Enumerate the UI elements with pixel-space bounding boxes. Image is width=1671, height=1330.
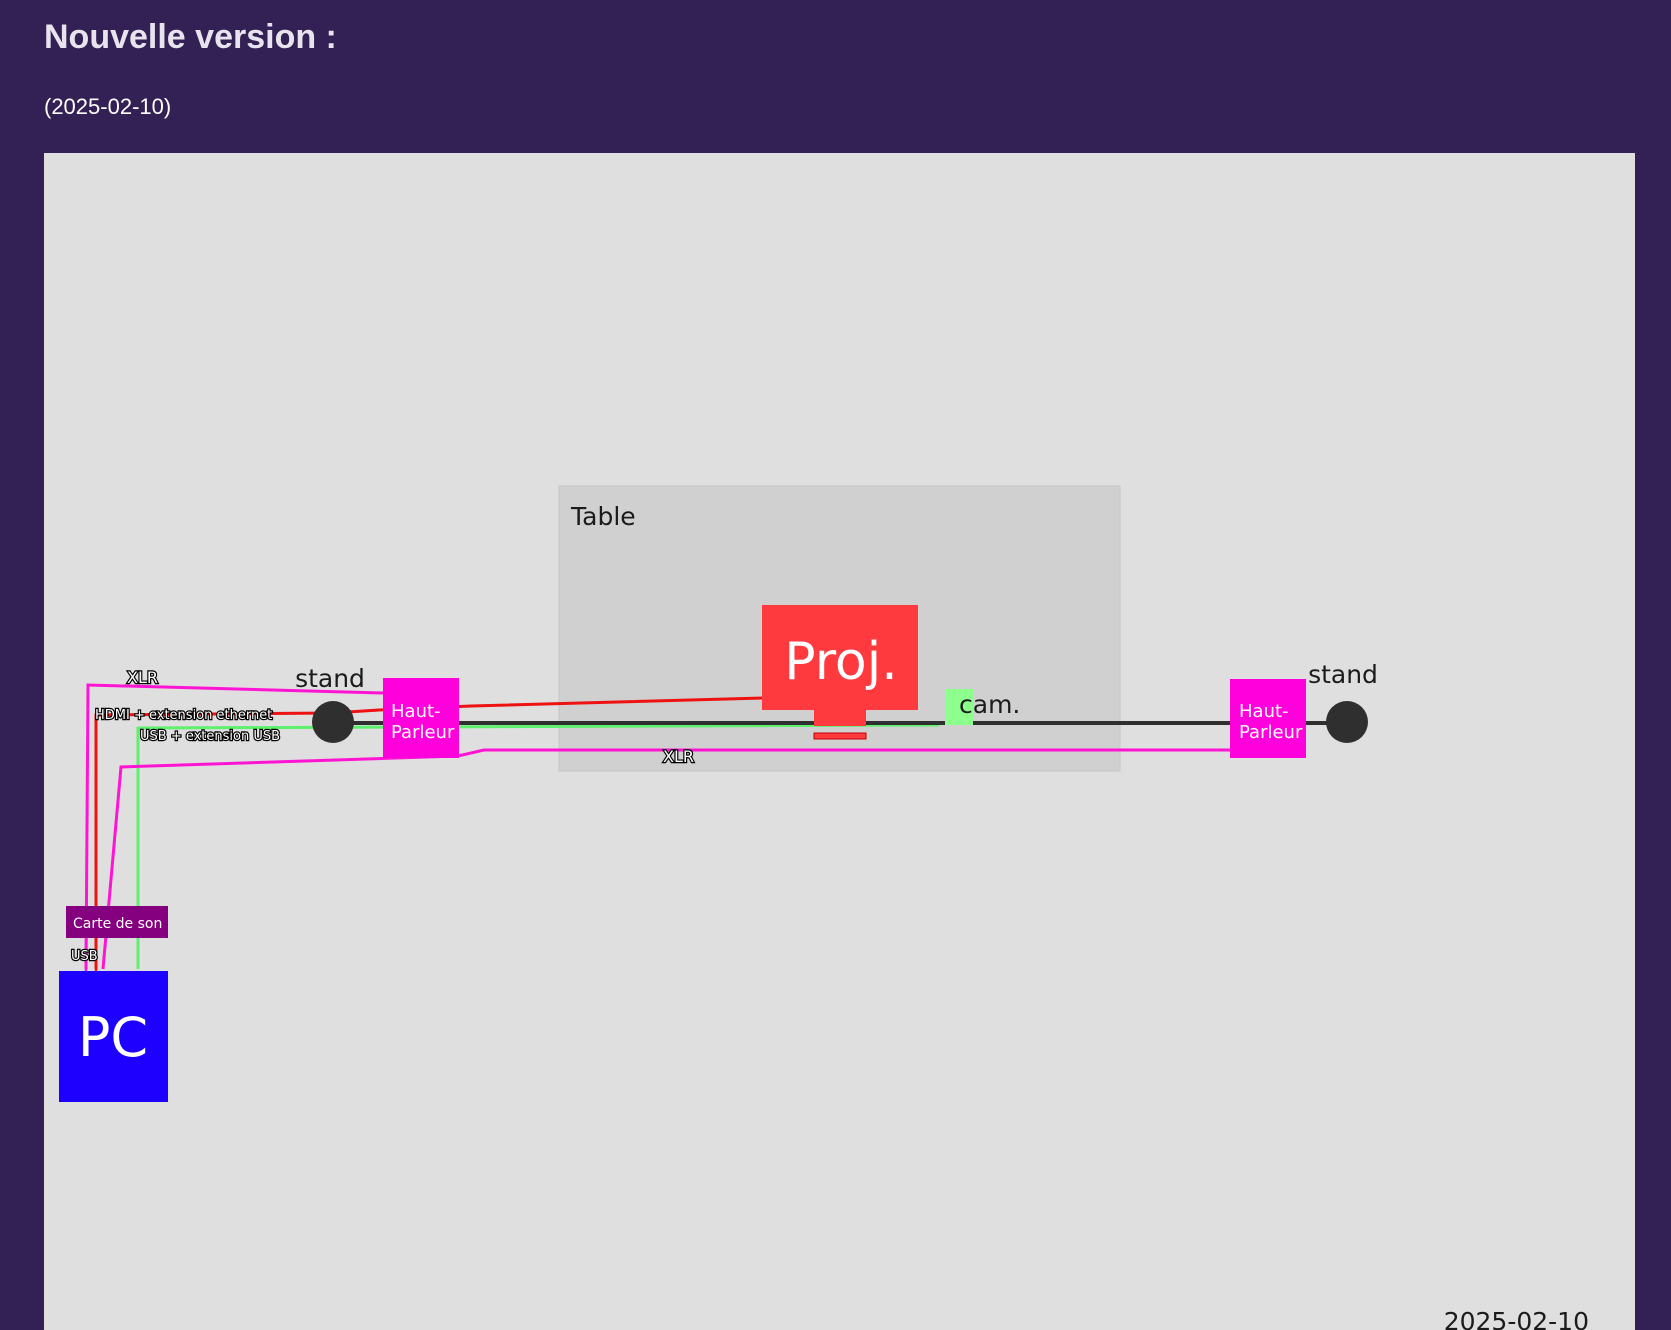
usb-extension-cable: [136, 723, 940, 969]
pc-label: PC: [78, 1006, 148, 1069]
sound-card-label: Carte de son: [73, 916, 162, 932]
diagram-date: 2025-02-10: [1444, 1307, 1589, 1330]
right-stand-label: stand: [1308, 660, 1378, 689]
left-speaker-label-line2: Parleur: [391, 722, 455, 743]
xlr-cable-left-label: XLR: [127, 668, 158, 687]
table-label: Table: [570, 502, 636, 531]
right-speaker-label: Haut- Parleur: [1239, 701, 1303, 743]
xlr-cable-bottom: [101, 748, 1234, 970]
left-speaker-label-line1: Haut-: [391, 701, 441, 722]
pc: [59, 971, 168, 1102]
left-stand: [312, 701, 354, 743]
usb-extension-cable-label: USB + extension USB: [140, 729, 280, 744]
sound-card: [66, 906, 168, 938]
hdmi-cable-label: HDMI + extension ethernet: [95, 708, 272, 723]
camera: [945, 689, 973, 725]
hdmi-cable: [94, 696, 765, 969]
setup-diagram: Table Proj. cam. Haut- Parleur Haut- Par…: [44, 153, 1635, 1330]
projector-foot: [814, 706, 866, 726]
projector-label: Proj.: [784, 632, 897, 692]
left-stand-label: stand: [295, 664, 365, 693]
right-stand: [1326, 701, 1368, 743]
page-subtitle: (2025-02-10): [44, 94, 172, 119]
projector: [762, 605, 918, 710]
right-speaker-label-line1: Haut-: [1239, 701, 1289, 722]
left-speaker-label: Haut- Parleur: [391, 701, 455, 743]
page-title: Nouvelle version :: [44, 18, 337, 56]
right-speaker-label-line2: Parleur: [1239, 722, 1303, 743]
xlr-cable-left: [84, 683, 385, 970]
xlr-cable-bottom-label: XLR: [663, 747, 694, 766]
right-speaker: [1230, 679, 1306, 758]
diagram-canvas: Table Proj. cam. Haut- Parleur Haut- Par…: [59, 485, 1589, 1330]
projector-lens: [813, 732, 867, 740]
camera-label: cam.: [959, 690, 1020, 719]
left-speaker: [383, 678, 459, 758]
usb-cable-label: USB: [71, 949, 98, 964]
